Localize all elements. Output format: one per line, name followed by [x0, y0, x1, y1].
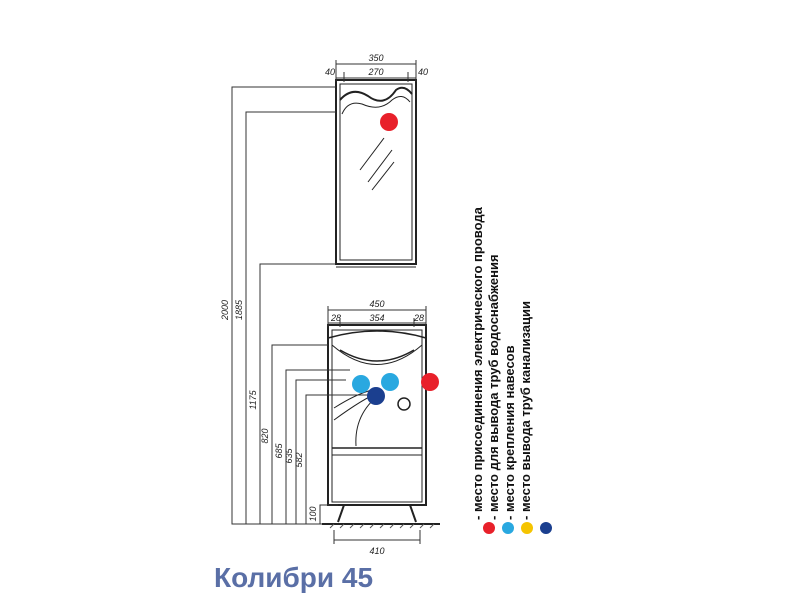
height-label-1885: 1885	[234, 299, 244, 320]
vanity-width-inner: 354	[369, 313, 384, 323]
height-label-2000: 2000	[220, 300, 230, 321]
mirror-side-right: 40	[418, 67, 428, 77]
vanity-cabinet	[322, 324, 440, 525]
marker-sewer	[367, 387, 385, 405]
height-label-1175: 1175	[248, 389, 258, 409]
marker-water-right	[381, 373, 399, 391]
mirror-width-dimensions	[335, 60, 417, 82]
mirror-cabinet	[335, 79, 417, 268]
height-dimensions	[231, 86, 370, 525]
marker-electric-vanity	[421, 373, 439, 391]
mirror-width-inner: 270	[367, 67, 383, 77]
floor-hatch	[329, 523, 435, 529]
legend-dot-hanger	[521, 522, 533, 534]
height-label-100: 100	[308, 506, 318, 521]
height-label-820: 820	[260, 428, 270, 443]
legend: - место присоединения электрического про…	[470, 130, 580, 540]
height-label-582: 582	[294, 452, 304, 467]
marker-water-left	[352, 375, 370, 393]
legend-label-sewer: - место вывода труб канализации	[518, 301, 533, 520]
vanity-side-right: 28	[413, 313, 424, 323]
vanity-width-dimensions	[327, 306, 427, 544]
vanity-base-width: 410	[369, 546, 384, 556]
vanity-width-total: 450	[369, 299, 384, 309]
vanity-side-left: 28	[330, 313, 341, 323]
mirror-width-total: 350	[368, 53, 383, 63]
legend-dot-water	[502, 522, 514, 534]
legend-label-water: - место для вывода труб водоснабжения	[486, 254, 501, 520]
marker-electric-mirror	[380, 113, 398, 131]
height-label-685: 685	[274, 443, 284, 459]
product-title: Колибри 45	[214, 562, 374, 593]
legend-dot-sewer	[540, 522, 552, 534]
height-label-635: 635	[284, 448, 294, 464]
legend-dot-electric	[483, 522, 495, 534]
legend-label-electric: - место присоединения электрического про…	[470, 207, 485, 520]
legend-label-hanger: - место крепления навесов	[502, 345, 517, 520]
mirror-side-left: 40	[325, 67, 335, 77]
